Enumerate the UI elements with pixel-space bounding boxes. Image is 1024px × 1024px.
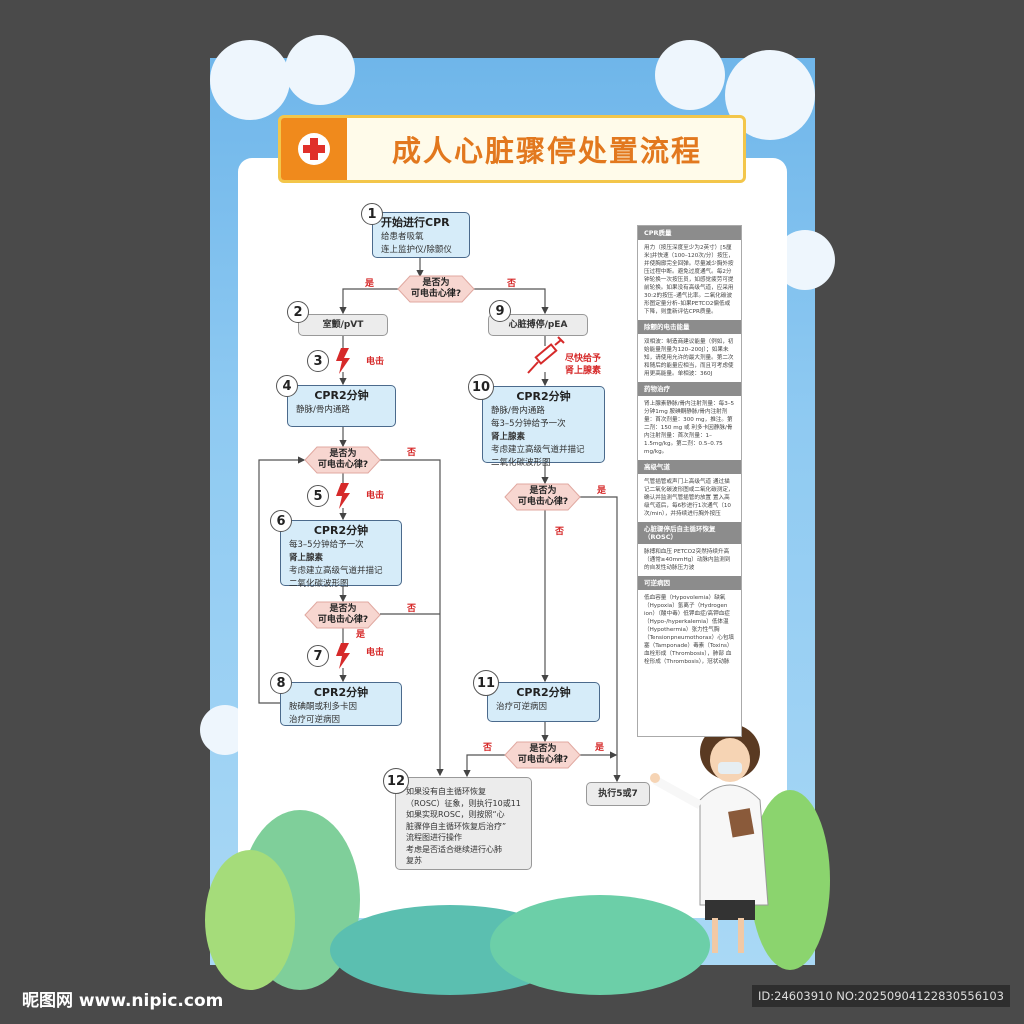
step-1-box: 开始进行CPR 给患者吸氧 连上监护仪/除颤仪 bbox=[372, 212, 470, 258]
decision-text: 是否为可电击心律? bbox=[517, 486, 569, 507]
step-number: 6 bbox=[270, 510, 292, 532]
step-title: CPR2分钟 bbox=[313, 524, 369, 537]
section-body: 双相波：制造商建议能量（例如，初始能量剂量为120–200J）；如果未知，请使用… bbox=[644, 339, 734, 377]
section-header: CPR质量 bbox=[638, 226, 741, 240]
section-header: 药物治疗 bbox=[638, 382, 741, 396]
shock-label: 电击 bbox=[366, 491, 385, 501]
section-header: 高级气道 bbox=[638, 460, 741, 474]
drug-line: 肾上腺素 bbox=[565, 366, 602, 376]
step-10-box: CPR2分钟 静脉/骨内通路 每3–5分钟给予一次 肾上腺素 考虑建立高级气道并… bbox=[482, 386, 605, 468]
step-line: 每3–5分钟给予一次 bbox=[491, 419, 566, 429]
step-line: 考虑是否适合继续进行心肺 bbox=[406, 844, 502, 854]
step-line: 流程图进行操作 bbox=[406, 833, 462, 842]
step-number: 3 bbox=[307, 350, 329, 372]
step-line: 二氧化碳波形图 bbox=[289, 579, 349, 589]
step-number: 8 bbox=[270, 672, 292, 694]
step-line: （ROSC）征象，则执行10或11 bbox=[406, 798, 521, 808]
watermark-site: 昵图网 www.nipic.com bbox=[22, 991, 224, 1011]
clouds bbox=[200, 35, 835, 755]
step-12-box: 如果没有自主循环恢复 （ROSC）征象，则执行10或11 如果实现ROSC，则按… bbox=[395, 777, 532, 870]
yes-label: 是 bbox=[595, 743, 605, 753]
section-body: 用力（按压深度至少为2英寸）[5厘米]并快速（100–120次/分）按压，并使胸… bbox=[644, 245, 734, 315]
step-number: 2 bbox=[287, 301, 309, 323]
step-line: 每3–5分钟给予一次 bbox=[289, 540, 364, 550]
epinephrine-label: 尽快给予肾上腺素 bbox=[565, 353, 601, 377]
no-label: 否 bbox=[407, 604, 417, 614]
step-line: 连上监护仪/除颤仪 bbox=[381, 245, 452, 255]
step-title: CPR2分钟 bbox=[313, 686, 369, 699]
step-line: 肾上腺素 bbox=[491, 432, 526, 442]
decision-shapes bbox=[304, 275, 581, 769]
step-number: 7 bbox=[307, 645, 329, 667]
step-11-box: CPR2分钟 治疗可逆病因 bbox=[487, 682, 600, 722]
step-line: 如果实现ROSC，则按照“心 bbox=[406, 810, 505, 819]
section-body: 肾上腺素静脉/骨内注射剂量：每3–5分钟1mg 胺碘酮静脉/骨内注射剂量：首次剂… bbox=[644, 401, 735, 455]
step-line: 脏骤停自主循环恢复后治疗” bbox=[406, 821, 507, 831]
step-9-box: 心脏搏停/pEA bbox=[488, 314, 588, 336]
step-line: 治疗可逆病因 bbox=[289, 715, 341, 725]
step-number: 11 bbox=[473, 670, 499, 696]
step-2-box: 室颤/pVT bbox=[298, 314, 388, 336]
step-line: 二氧化碳波形图 bbox=[491, 458, 551, 468]
step-number: 9 bbox=[489, 300, 511, 322]
watermark-id: ID:24603910 NO:20250904122830556103 bbox=[752, 985, 1010, 1007]
doctor-illustration bbox=[650, 724, 769, 953]
shock-label: 电击 bbox=[366, 357, 385, 367]
section-body: 低血容量（Hypovolemia）缺氧（Hypoxia）氢离子（Hydrogen… bbox=[644, 595, 735, 665]
syringe-icon bbox=[527, 336, 565, 374]
plants bbox=[205, 790, 830, 995]
yes-label: 是 bbox=[597, 486, 607, 496]
red-cross-logo-icon bbox=[281, 118, 347, 180]
no-label: 否 bbox=[555, 527, 565, 537]
section-header: 除颤的电击能量 bbox=[638, 320, 741, 334]
no-label: 否 bbox=[507, 279, 517, 289]
step-title: CPR2分钟 bbox=[314, 389, 369, 402]
step-line: 复苏 bbox=[406, 856, 422, 865]
drug-line: 尽快给予 bbox=[565, 354, 602, 364]
yes-label: 是 bbox=[356, 630, 366, 640]
step-number: 12 bbox=[383, 768, 409, 794]
step-line: 治疗可逆病因 bbox=[496, 702, 548, 712]
execute-5-or-7-box: 执行5或7 bbox=[586, 782, 650, 806]
section-body: 气管插管或声门上高级气道 通过描记二氧化碳波形图或二氧化碳测定，确认并监测气管插… bbox=[644, 479, 734, 517]
step-line: 给患者吸氧 bbox=[381, 232, 424, 242]
step-number: 1 bbox=[361, 203, 383, 225]
page-title: 成人心脏骤停处置流程 bbox=[391, 134, 702, 168]
step-4-box: CPR2分钟 静脉/骨内通路 bbox=[287, 385, 396, 427]
step-8-box: CPR2分钟 胺碘酮或利多卡因 治疗可逆病因 bbox=[280, 682, 402, 726]
step-line: 静脉/骨内通路 bbox=[491, 406, 545, 416]
step-title: CPR2分钟 bbox=[516, 686, 571, 699]
step-line: 考虑建立高级气道并描记 bbox=[491, 445, 585, 455]
title-banner: 成人心脏骤停处置流程 bbox=[278, 115, 746, 183]
step-line: 静脉/骨内通路 bbox=[296, 405, 350, 415]
lightning-icons bbox=[336, 348, 350, 669]
step-line: 如果没有自主循环恢复 bbox=[406, 787, 486, 796]
reference-panel: CPR质量 用力（按压深度至少为2英寸）[5厘米]并快速（100–120次/分）… bbox=[637, 225, 742, 737]
section-header: 心脏骤停后自主循环恢复（ROSC） bbox=[638, 522, 741, 544]
decision-text: 是否为可电击心律? bbox=[410, 278, 462, 299]
shock-label: 电击 bbox=[366, 648, 385, 658]
step-number: 10 bbox=[468, 374, 494, 400]
yes-label: 是 bbox=[365, 279, 375, 289]
decision-text: 是否为可电击心律? bbox=[317, 449, 369, 470]
section-header: 可逆病因 bbox=[638, 576, 741, 590]
step-6-box: CPR2分钟 每3–5分钟给予一次 肾上腺素 考虑建立高级气道并描记 二氧化碳波… bbox=[280, 520, 402, 589]
step-title: CPR2分钟 bbox=[516, 390, 571, 403]
no-label: 否 bbox=[483, 743, 493, 753]
decision-text: 是否为可电击心律? bbox=[517, 744, 569, 765]
section-body: 脉搏和血压 PETCO2突然持续升高（通常≥40mmHg）动脉内监测到的自发性动… bbox=[644, 549, 731, 571]
step-line: 胺碘酮或利多卡因 bbox=[289, 702, 358, 712]
step-title: 开始进行CPR bbox=[381, 216, 450, 229]
no-label: 否 bbox=[407, 448, 417, 458]
step-number: 4 bbox=[276, 375, 298, 397]
step-line: 肾上腺素 bbox=[289, 553, 324, 563]
step-number: 5 bbox=[307, 485, 329, 507]
step-line: 考虑建立高级气道并描记 bbox=[289, 566, 383, 576]
decision-text: 是否为可电击心律? bbox=[317, 604, 369, 625]
